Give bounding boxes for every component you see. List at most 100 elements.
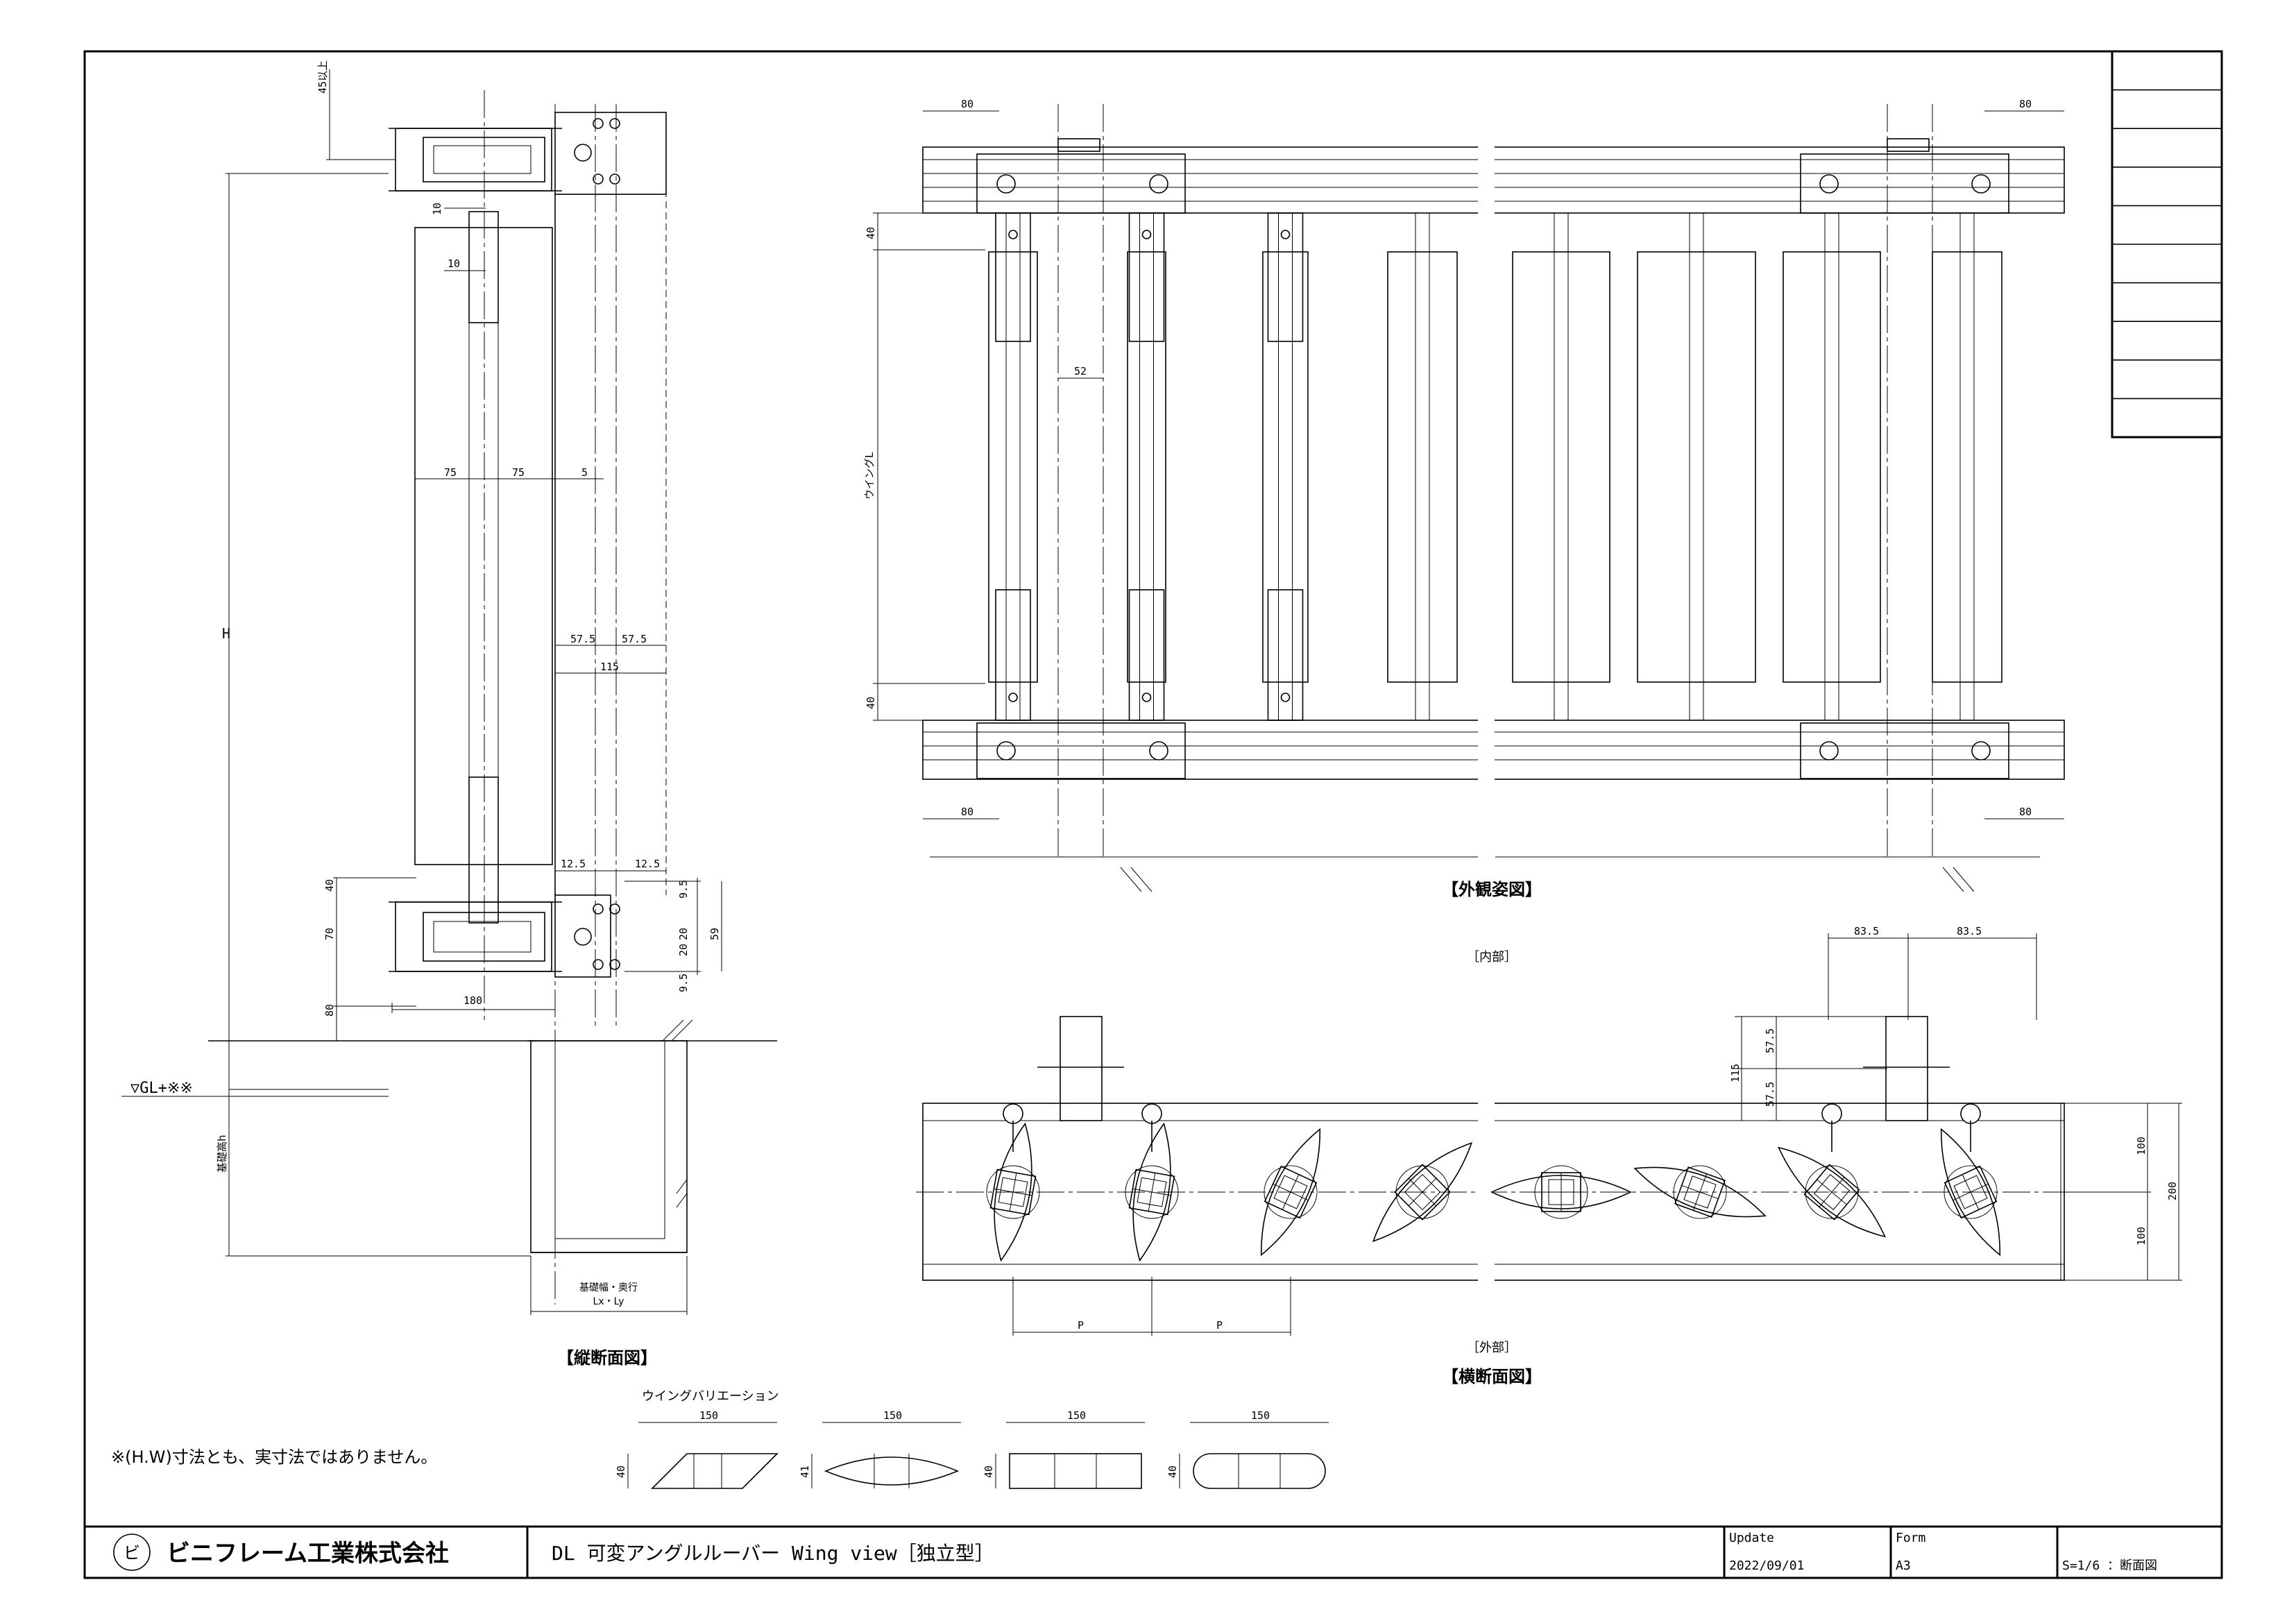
blade-bracket xyxy=(1267,212,1304,342)
louver-blade xyxy=(988,251,1038,683)
louver-blade xyxy=(1127,251,1166,683)
form-value: A3 xyxy=(1896,1558,1911,1573)
dim-83-5-right: 83.5 xyxy=(1957,925,1982,937)
dim-59: 59 xyxy=(708,928,721,940)
dim-41-ellipse: 41 xyxy=(799,1465,811,1478)
pivot-hole xyxy=(1008,230,1018,239)
title-block xyxy=(85,1525,2222,1578)
wing-variant-rounded xyxy=(1179,1422,1329,1489)
dim-12-5-left: 12.5 xyxy=(561,858,586,870)
dim-80-vertical-section: 80 xyxy=(323,1004,336,1017)
foundation-height-label: 基礎高h xyxy=(216,1135,228,1173)
dim-9-5-top: 9.5 xyxy=(677,880,690,899)
dim-115: 115 xyxy=(600,661,619,673)
dim-over-45: 45以上 xyxy=(316,60,329,94)
dim-80-top-right: 80 xyxy=(2019,98,2032,110)
company-name: ビニフレーム工業株式会社 xyxy=(167,1540,449,1567)
blade-bracket xyxy=(1128,212,1165,342)
wing-variations xyxy=(627,1422,1329,1489)
pitch-left: P xyxy=(1078,1319,1084,1332)
bolt-head xyxy=(1821,1103,1842,1124)
dim-57-5-upper: 57.5 xyxy=(1764,1028,1776,1053)
dim-200: 200 xyxy=(2166,1182,2179,1200)
dim-75-right: 75 xyxy=(512,466,525,479)
dim-57-5-left: 57.5 xyxy=(570,633,595,645)
dimension-note: ※(H.W)寸法とも、実寸法ではありません。 xyxy=(111,1447,437,1467)
pivot-hole xyxy=(1141,692,1152,702)
pivot-hole xyxy=(1280,230,1291,239)
dim-180: 180 xyxy=(464,994,482,1007)
horizontal-section-caption: 【横断面図】 xyxy=(1442,1367,1542,1386)
wing-variant-parallelogram xyxy=(627,1422,779,1489)
vertical-section-view xyxy=(121,69,777,1315)
dim-57-5-right: 57.5 xyxy=(622,633,647,645)
wing-cross-section xyxy=(1490,1165,1632,1219)
dim-150-ellipse: 150 xyxy=(883,1409,902,1422)
update-date: 2022/09/01 xyxy=(1729,1558,1804,1573)
dim-80-bottom-right: 80 xyxy=(2019,806,2032,818)
louver-blade xyxy=(1512,251,1610,683)
exterior-label: ［外部］ xyxy=(1467,1341,1517,1355)
interior-label: ［内部］ xyxy=(1467,950,1517,965)
louver-blade xyxy=(1637,251,1756,683)
dim-150-rounded: 150 xyxy=(1251,1409,1270,1422)
gl-label: ▽GL+※※ xyxy=(130,1080,193,1097)
dim-57-5-lower: 57.5 xyxy=(1764,1082,1776,1107)
wing-length-label: ウイングL xyxy=(863,452,876,500)
dim-5: 5 xyxy=(581,466,588,479)
scale-label: S=1/6 ：断面図 xyxy=(2062,1558,2157,1573)
sheet-border xyxy=(83,50,2223,1579)
dim-115-horizontal: 115 xyxy=(1729,1064,1742,1082)
dim-40-bottom: 40 xyxy=(865,697,877,709)
revision-table xyxy=(2111,50,2223,439)
exterior-elevation-view xyxy=(873,104,2065,892)
dim-40-parallelogram: 40 xyxy=(615,1465,627,1478)
pivot-hole xyxy=(1141,230,1152,239)
foundation-size-label: 基礎幅・奥行 xyxy=(579,1282,638,1293)
dim-100-lower: 100 xyxy=(2135,1227,2148,1246)
bolt-head xyxy=(1141,1103,1162,1124)
wing-variant-rectangle xyxy=(995,1422,1145,1489)
dim-150-parallelogram: 150 xyxy=(699,1409,718,1422)
horizontal-section-view xyxy=(916,933,2182,1336)
dim-83-5-left: 83.5 xyxy=(1854,925,1879,937)
dim-20-top: 20 xyxy=(677,928,690,940)
wing-cross-section xyxy=(1940,1128,2001,1257)
pivot-hole xyxy=(1280,692,1291,702)
blade-bracket xyxy=(1128,589,1165,721)
dim-20-bottom: 20 xyxy=(677,944,690,956)
wing-cross-section xyxy=(1633,1165,1767,1219)
louver-blade xyxy=(1387,251,1458,683)
bolt-head xyxy=(1960,1103,1981,1124)
vertical-section-caption: 【縦断面図】 xyxy=(557,1348,657,1368)
blade-bracket xyxy=(1267,589,1304,721)
dim-80-top-left: 80 xyxy=(961,98,973,110)
blade-bracket xyxy=(995,589,1031,721)
dim-70: 70 xyxy=(323,928,336,940)
bolt-head xyxy=(1003,1103,1023,1124)
wing-cross-section xyxy=(1125,1122,1179,1262)
dim-80-bottom-left: 80 xyxy=(961,806,973,818)
louver-blade xyxy=(1783,251,1881,683)
louver-blade xyxy=(1262,251,1309,683)
dim-40-rounded: 40 xyxy=(1166,1465,1179,1478)
dim-9-5-bottom: 9.5 xyxy=(677,974,690,992)
pivot-hole xyxy=(1008,692,1018,702)
form-label: Form xyxy=(1896,1531,1925,1545)
foundation-size-values: Lx・Ly xyxy=(593,1296,624,1307)
drawing-title: DL 可変アングルルーバー Wing view［独立型］ xyxy=(552,1542,994,1565)
wing-cross-section xyxy=(1260,1128,1321,1257)
dim-10-vertical: 10 xyxy=(431,203,443,215)
dim-100-upper: 100 xyxy=(2135,1137,2148,1155)
wing-variation-caption: ウイングバリエーション xyxy=(642,1389,779,1404)
dim-40-top: 40 xyxy=(865,227,877,239)
dim-10-horizontal: 10 xyxy=(448,257,460,270)
exterior-view-caption: 【外観姿図】 xyxy=(1442,880,1542,899)
dim-75-left: 75 xyxy=(444,466,457,479)
wing-variant-ellipse xyxy=(811,1422,961,1488)
wing-cross-section xyxy=(986,1122,1040,1262)
dim-40-rectangle: 40 xyxy=(983,1465,995,1478)
company-logo-icon xyxy=(113,1533,151,1571)
wing-cross-section xyxy=(1372,1141,1473,1243)
